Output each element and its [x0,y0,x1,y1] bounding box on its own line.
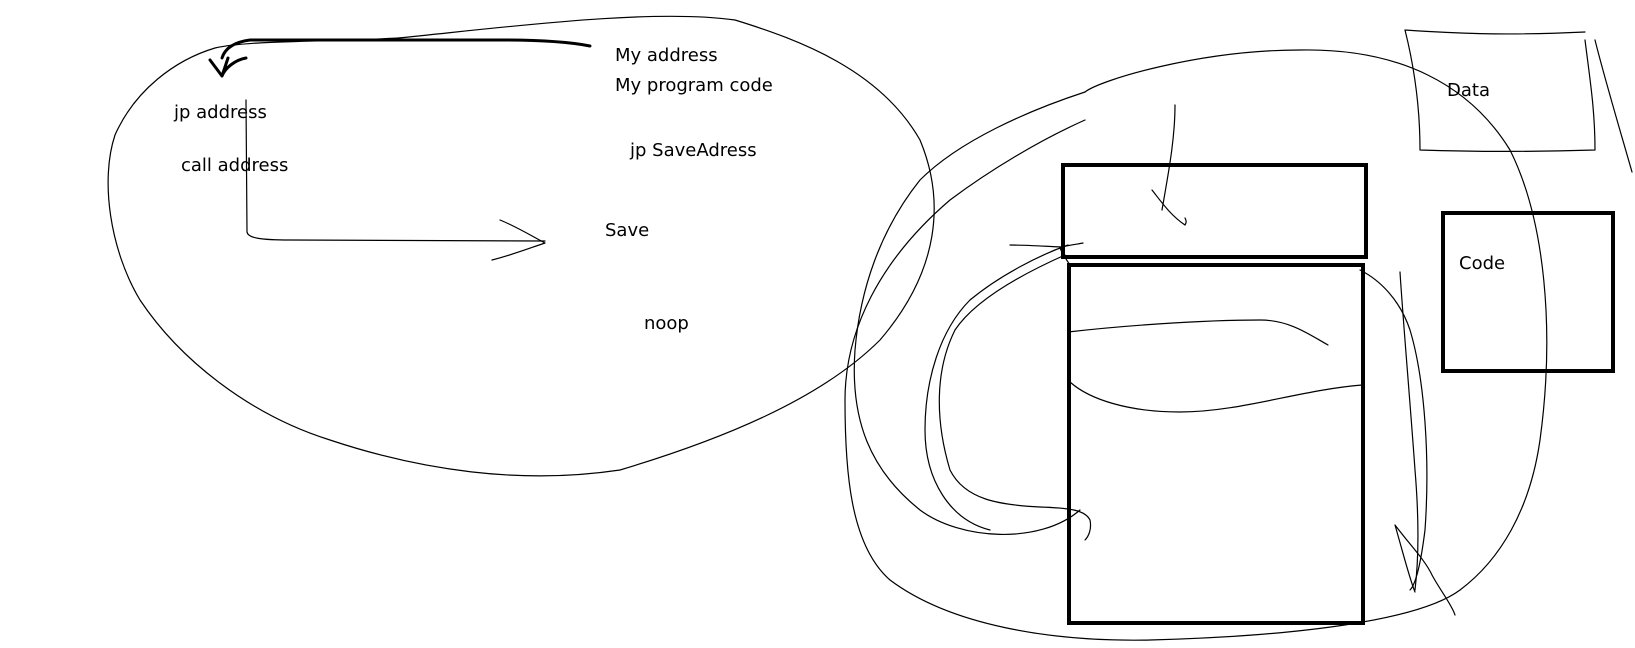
label-my-address: My address [615,45,718,66]
right-side-loop [1359,269,1428,591]
return-arrow-line [220,38,592,60]
outer-loop-stroke [924,244,1069,531]
data-box-outline [1404,29,1633,173]
label-code: Code [1459,253,1506,274]
label-data: Data [1447,80,1490,101]
code-box [1441,211,1615,373]
box-inner-line-top [1067,319,1329,346]
label-my-program-code: My program code [615,75,773,96]
label-noop: noop [644,313,689,334]
arrow-into-top-box-from-above [1151,104,1187,226]
label-jp-saveadress: jp SaveAdress [630,140,757,161]
label-jp-address: jp address [174,102,267,123]
label-save: Save [605,220,650,241]
right-side-stroke [1399,271,1419,591]
label-call-address: call address [181,155,289,176]
return-arrow-head [208,56,248,78]
left-ellipse-outline [107,15,935,477]
call-to-save-line [245,99,546,242]
top-memory-box [1061,163,1368,259]
inner-loop-stroke [938,254,1092,541]
call-to-save-arrowhead [491,219,546,261]
box-inner-line-mid [1069,381,1363,413]
tall-memory-box [1067,263,1365,625]
right-side-hook [1394,524,1456,616]
connecting-stroke [853,91,1086,535]
